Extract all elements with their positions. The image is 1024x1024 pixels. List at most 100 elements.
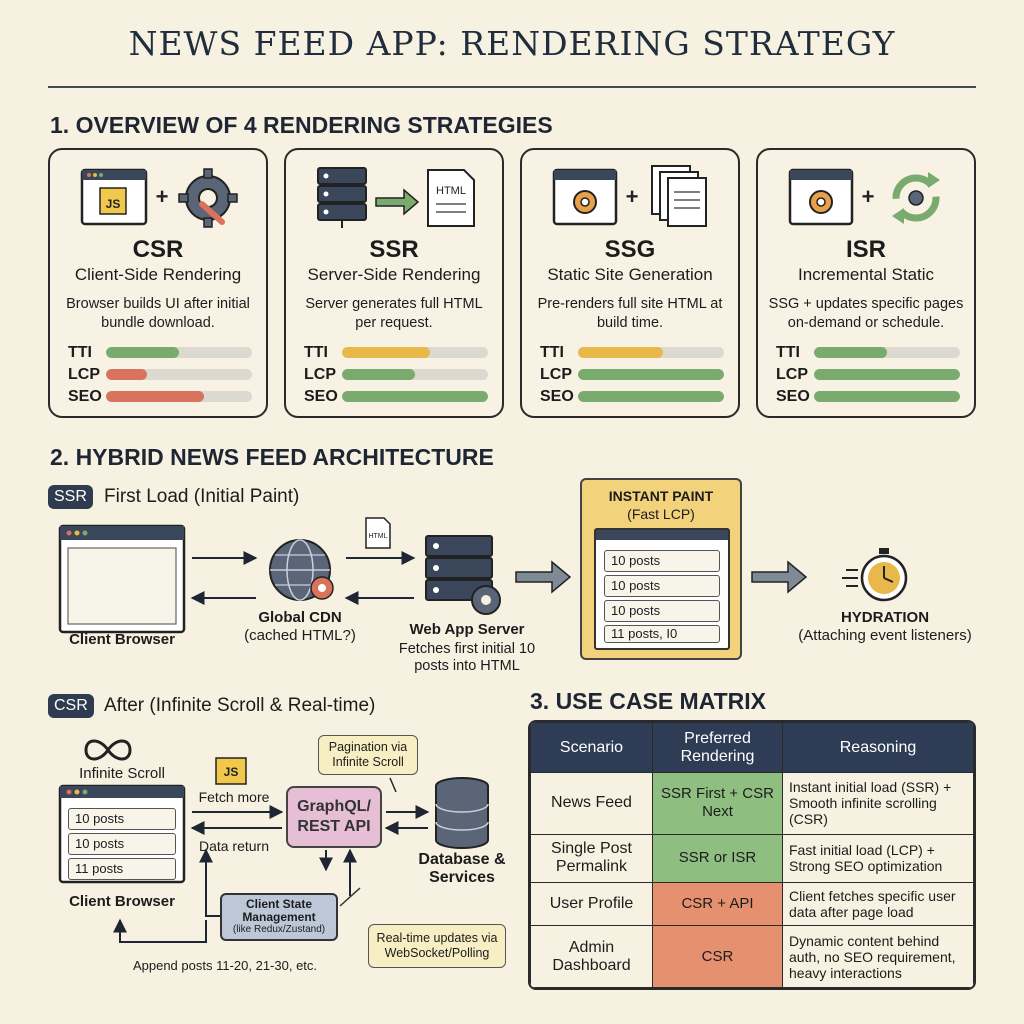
- documents-stack-icon: [651, 165, 707, 227]
- js-label: JS: [106, 197, 121, 211]
- ssr-flow-title: First Load (Initial Paint): [104, 486, 300, 507]
- arrow-right-icon: [515, 560, 572, 594]
- metric-label-lcp: LCP: [540, 366, 572, 383]
- hydration-subtitle: (Attaching event listeners): [798, 627, 972, 644]
- svg-text:+: +: [626, 184, 639, 209]
- post-item: 10 posts: [604, 575, 720, 597]
- api-node: GraphQL/ REST API: [286, 786, 382, 848]
- fetch-more-label: Fetch more: [198, 789, 270, 805]
- card-full-name: Static Site Generation: [547, 265, 713, 284]
- web-server-icon: [425, 535, 501, 615]
- post-item: 10 posts: [68, 808, 176, 830]
- post-item: 10 posts: [604, 550, 720, 572]
- instant-paint-title: INSTANT PAINT: [608, 488, 714, 504]
- header-scenario: Scenario: [530, 722, 653, 773]
- html-document-icon: [365, 517, 391, 549]
- card-csr: JS + CSR Client-Side Rendering Browser b…: [48, 148, 268, 418]
- post-item: 11 posts, I0: [604, 625, 720, 643]
- pagination-note: Pagination via Infinite Scroll: [318, 735, 418, 775]
- browser-icon: [80, 168, 148, 226]
- instant-paint-panel: INSTANT PAINT (Fast LCP) 10 posts 10 pos…: [580, 478, 742, 660]
- metric-label-seo: SEO: [776, 388, 810, 405]
- ssr-icons: HTML: [317, 167, 475, 228]
- metric-label-lcp: LCP: [776, 366, 808, 383]
- card-full-name: Client-Side Rendering: [74, 265, 242, 284]
- instant-paint-subtitle: (Fast LCP): [627, 506, 695, 522]
- metric-bar-seo: [814, 391, 960, 402]
- server-label: Web App Server: [409, 621, 525, 638]
- scenario-cell: Admin Dashboard: [530, 925, 653, 988]
- metric-bar-seo: [578, 391, 724, 402]
- client-browser-label: Client Browser: [69, 631, 175, 648]
- card-description: SSG + updates specific pages on-demand o…: [768, 296, 964, 331]
- scenario-cell: News Feed: [530, 772, 653, 835]
- rendering-cell: SSR or ISR: [652, 833, 783, 883]
- table-row: User Profile CSR + API Client fetches sp…: [530, 881, 974, 927]
- metric-bar-tti: [814, 347, 960, 358]
- card-full-name: Incremental Static: [797, 265, 935, 284]
- card-description: Browser builds UI after initial bundle d…: [66, 296, 250, 331]
- card-isr: + ISR Incremental Static SSG + updates s…: [756, 148, 976, 418]
- html-document-icon: [427, 169, 475, 227]
- browser-gear-icon: [788, 168, 854, 226]
- instant-paint-browser: 10 posts 10 posts 10 posts 11 posts, I0: [594, 528, 730, 650]
- metric-label-tti: TTI: [304, 344, 328, 361]
- client-state-sub: (like Redux/Zustand): [232, 924, 326, 935]
- data-return-label: Data return: [198, 838, 270, 854]
- metric-label-seo: SEO: [540, 388, 574, 405]
- arrow-right-icon: [375, 188, 420, 216]
- html-label: HTML: [368, 533, 387, 540]
- stopwatch-icon: [842, 548, 908, 602]
- infinite-scroll-label: Infinite Scroll: [79, 765, 165, 782]
- metric-label-tti: TTI: [68, 344, 92, 361]
- ssg-icons: +: [552, 165, 707, 227]
- gear-wrench-icon: [178, 168, 238, 228]
- isr-icons: +: [788, 168, 940, 226]
- card-full-name: Server-Side Rendering: [307, 265, 481, 284]
- svg-text:+: +: [862, 184, 875, 209]
- scenario-cell: Single Post Permalink: [530, 833, 653, 883]
- card-ssg: + SSG Static Site Generation Pre-renders…: [520, 148, 740, 418]
- database-icon: [435, 777, 489, 849]
- post-item: 10 posts: [68, 833, 176, 855]
- metric-bar-lcp: [106, 369, 252, 380]
- infinity-icon: [84, 739, 132, 761]
- scenario-cell: User Profile: [530, 881, 653, 927]
- csr-icons: JS +: [80, 168, 238, 228]
- card-name: CSR: [132, 236, 184, 263]
- section2-heading: 2. HYBRID NEWS FEED ARCHITECTURE: [50, 444, 494, 470]
- card-ssr: HTML SSR Server-Side Rendering Server ge…: [284, 148, 504, 418]
- api-label: GraphQL/ REST API: [297, 798, 371, 835]
- metric-label-lcp: LCP: [68, 366, 100, 383]
- append-label: Append posts 11-20, 21-30, etc.: [132, 958, 318, 973]
- server-sub-label: Fetches first initial 10 posts into HTML: [398, 641, 536, 674]
- globe-icon: [269, 539, 334, 601]
- js-file-icon: [215, 757, 247, 785]
- card-name: SSR: [369, 236, 419, 263]
- card-name: SSG: [604, 236, 656, 263]
- metric-label-seo: SEO: [304, 388, 338, 405]
- csr-badge: CSR: [48, 694, 94, 718]
- metric-bar-tti: [578, 347, 724, 358]
- metric-label-lcp: LCP: [304, 366, 336, 383]
- reasoning-cell: Client fetches specific user data after …: [782, 881, 974, 927]
- table-row: News Feed SSR First + CSR Next Instant i…: [530, 772, 974, 835]
- post-item: 10 posts: [604, 600, 720, 622]
- reasoning-cell: Fast initial load (LCP) + Strong SEO opt…: [782, 833, 974, 883]
- metric-bar-lcp: [814, 369, 960, 380]
- metric-label-seo: SEO: [68, 388, 102, 405]
- reasoning-cell: Dynamic content behind auth, no SEO requ…: [782, 925, 974, 988]
- client-browser-icon: [58, 524, 186, 634]
- arrow-right-icon: [751, 560, 808, 594]
- html-label: HTML: [436, 185, 466, 197]
- realtime-note: Real-time updates via WebSocket/Polling: [368, 924, 506, 968]
- table-row: Admin Dashboard CSR Dynamic content behi…: [530, 925, 974, 988]
- header-reasoning: Reasoning: [782, 722, 974, 773]
- reasoning-cell: Instant initial load (SSR) + Smooth infi…: [782, 772, 974, 835]
- svg-text:+: +: [156, 184, 169, 209]
- section3-heading: 3. USE CASE MATRIX: [530, 688, 766, 714]
- client-state-label: Client State Management: [242, 897, 316, 924]
- client-browser-label: Client Browser: [69, 893, 175, 910]
- header-rendering: Preferred Rendering: [652, 722, 783, 773]
- card-name: ISR: [845, 236, 886, 263]
